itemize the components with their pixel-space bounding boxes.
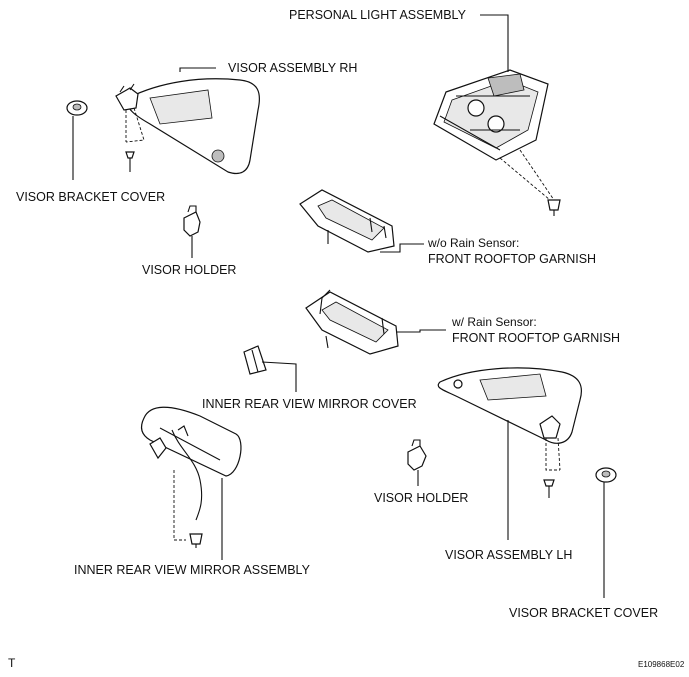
screw-lh (543, 479, 555, 498)
label-visor-assembly-rh: VISOR ASSEMBLY RH (228, 61, 357, 75)
label-visor-bracket-cover-left: VISOR BRACKET COVER (16, 190, 165, 204)
screw-rh (125, 151, 135, 172)
screw-personal-light (547, 199, 561, 216)
visor-holder-right (407, 439, 427, 471)
inner-rear-view-mirror-assembly (140, 406, 242, 521)
label-inner-rear-view-mirror-cover: INNER REAR VIEW MIRROR COVER (202, 397, 417, 411)
label-visor-holder-right: VISOR HOLDER (374, 491, 468, 505)
label-w-rain-sensor-2: FRONT ROOFTOP GARNISH (452, 331, 620, 345)
figure-code: E109868E02 (638, 660, 685, 669)
label-wo-rain-sensor-1: w/o Rain Sensor: (427, 236, 519, 250)
label-visor-holder-left: VISOR HOLDER (142, 263, 236, 277)
visor-holder-left (183, 205, 201, 237)
label-visor-assembly-lh: VISOR ASSEMBLY LH (445, 548, 572, 562)
front-rooftop-garnish-wo-rain-sensor (299, 189, 395, 253)
label-wo-rain-sensor-2: FRONT ROOFTOP GARNISH (428, 252, 596, 266)
label-personal-light-assembly: PERSONAL LIGHT ASSEMBLY (289, 8, 467, 22)
visor-bracket-cover-right (595, 467, 617, 483)
personal-light-assembly (433, 69, 549, 161)
label-inner-rear-view-mirror-assembly: INNER REAR VIEW MIRROR ASSEMBLY (74, 563, 311, 577)
front-rooftop-garnish-w-rain-sensor (305, 289, 399, 355)
visor-assembly-rh (115, 78, 261, 175)
visor-bracket-cover-left (66, 100, 88, 116)
label-w-rain-sensor-1: w/ Rain Sensor: (451, 315, 537, 329)
label-visor-bracket-cover-right: VISOR BRACKET COVER (509, 606, 658, 620)
corner-mark: T (8, 656, 16, 670)
screw-mirror (189, 533, 203, 548)
inner-rear-view-mirror-cover (243, 345, 267, 375)
visor-assembly-lh (437, 367, 583, 444)
